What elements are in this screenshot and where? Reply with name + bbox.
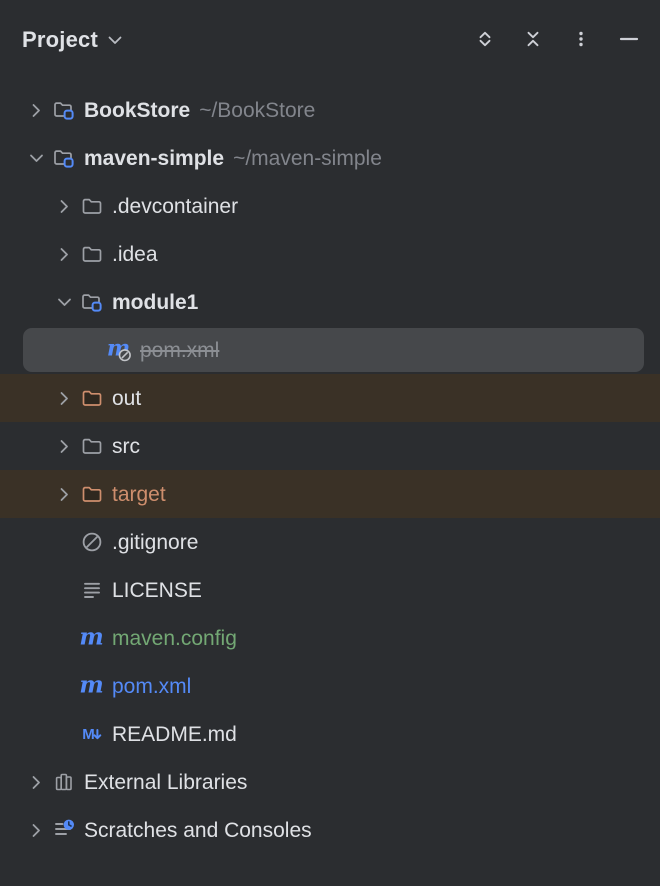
tree-item-label: src bbox=[112, 434, 140, 458]
tree-item-label: target bbox=[112, 482, 166, 506]
svg-text:m: m bbox=[80, 674, 104, 698]
chevron-right-icon[interactable] bbox=[24, 770, 48, 794]
tree-row-src[interactable]: src bbox=[0, 422, 660, 470]
chevron-right-icon[interactable] bbox=[52, 386, 76, 410]
tree-item-label: LICENSE bbox=[112, 578, 202, 602]
tree-item-label: module1 bbox=[112, 290, 199, 314]
tree-item-path: ~/maven-simple bbox=[233, 146, 382, 170]
view-switcher-chevron-down-icon[interactable] bbox=[108, 36, 122, 45]
scratches-icon bbox=[52, 818, 76, 842]
svg-text:M: M bbox=[82, 726, 95, 743]
tree-row--gitignore[interactable]: .gitignore bbox=[0, 518, 660, 566]
chevron-down-icon[interactable] bbox=[52, 290, 76, 314]
chevron-placeholder bbox=[80, 338, 104, 362]
tree-item-label: .idea bbox=[112, 242, 158, 266]
tree-row-external-libraries[interactable]: External Libraries bbox=[0, 758, 660, 806]
tree-item-label: maven-simple bbox=[84, 146, 225, 170]
text-file-icon bbox=[80, 578, 104, 602]
tree-item-label: .gitignore bbox=[112, 530, 199, 554]
folder-icon bbox=[80, 242, 104, 266]
chevron-placeholder bbox=[52, 626, 76, 650]
tree-item-path: ~/BookStore bbox=[199, 98, 316, 122]
tool-window-header: Project bbox=[0, 0, 660, 80]
maven-icon: m bbox=[80, 674, 104, 698]
folder-icon bbox=[80, 434, 104, 458]
tree-row-target[interactable]: target bbox=[0, 470, 660, 518]
folder-excluded-icon bbox=[80, 482, 104, 506]
chevron-placeholder bbox=[52, 674, 76, 698]
chevron-right-icon[interactable] bbox=[24, 818, 48, 842]
collapse-all-icon bbox=[520, 26, 546, 55]
svg-text:m: m bbox=[80, 626, 104, 650]
expand-all-button[interactable] bbox=[470, 25, 500, 55]
options-menu-button[interactable] bbox=[566, 25, 596, 55]
tree-row-scratches-and-consoles[interactable]: Scratches and Consoles bbox=[0, 806, 660, 854]
tree-row-bookstore[interactable]: BookStore ~/BookStore bbox=[0, 86, 660, 134]
chevron-right-icon[interactable] bbox=[52, 482, 76, 506]
project-file-tree: BookStore ~/BookStore maven-simple ~/maven-… bbox=[0, 80, 660, 854]
chevron-placeholder bbox=[52, 722, 76, 746]
module-folder-icon bbox=[52, 98, 76, 122]
tree-item-label: maven.config bbox=[112, 626, 237, 650]
tree-item-label: .devcontainer bbox=[112, 194, 239, 218]
library-icon bbox=[52, 770, 76, 794]
expand-all-icon bbox=[472, 26, 498, 55]
tree-row-out[interactable]: out bbox=[0, 374, 660, 422]
tree-item-label: pom.xml bbox=[112, 674, 192, 698]
kebab-menu-icon bbox=[568, 26, 594, 55]
tree-row-pom-xml[interactable]: m pom.xml bbox=[0, 662, 660, 710]
markdown-icon: M bbox=[80, 722, 104, 746]
minimize-icon bbox=[616, 26, 642, 55]
tree-item-label: out bbox=[112, 386, 142, 410]
maven-icon: m bbox=[80, 626, 104, 650]
chevron-right-icon[interactable] bbox=[24, 98, 48, 122]
maven-ignored-icon: m bbox=[108, 338, 132, 362]
chevron-right-icon[interactable] bbox=[52, 194, 76, 218]
chevron-placeholder bbox=[52, 578, 76, 602]
chevron-right-icon[interactable] bbox=[52, 434, 76, 458]
tool-window-title[interactable]: Project bbox=[22, 27, 98, 52]
folder-excluded-icon bbox=[80, 386, 104, 410]
tree-row-module1[interactable]: module1 bbox=[0, 278, 660, 326]
chevron-down-icon[interactable] bbox=[24, 146, 48, 170]
tree-row-readme-md[interactable]: M README.md bbox=[0, 710, 660, 758]
tree-item-label: External Libraries bbox=[84, 770, 248, 794]
tree-item-label: Scratches and Consoles bbox=[84, 818, 312, 842]
ignored-icon bbox=[80, 530, 104, 554]
tree-row-license[interactable]: LICENSE bbox=[0, 566, 660, 614]
chevron-right-icon[interactable] bbox=[52, 242, 76, 266]
tree-item-label: BookStore bbox=[84, 98, 191, 122]
module-folder-icon bbox=[52, 146, 76, 170]
tree-row--devcontainer[interactable]: .devcontainer bbox=[0, 182, 660, 230]
hide-tool-window-button[interactable] bbox=[614, 25, 644, 55]
tree-row-maven-config[interactable]: m maven.config bbox=[0, 614, 660, 662]
chevron-placeholder bbox=[52, 530, 76, 554]
tree-row-pom-xml[interactable]: m pom.xml bbox=[0, 326, 660, 374]
tree-row--idea[interactable]: .idea bbox=[0, 230, 660, 278]
tree-row-maven-simple[interactable]: maven-simple ~/maven-simple bbox=[0, 134, 660, 182]
tree-item-label: README.md bbox=[112, 722, 237, 746]
collapse-all-button[interactable] bbox=[518, 25, 548, 55]
tree-item-label: pom.xml bbox=[140, 338, 220, 362]
folder-icon bbox=[80, 194, 104, 218]
module-folder-icon bbox=[80, 290, 104, 314]
